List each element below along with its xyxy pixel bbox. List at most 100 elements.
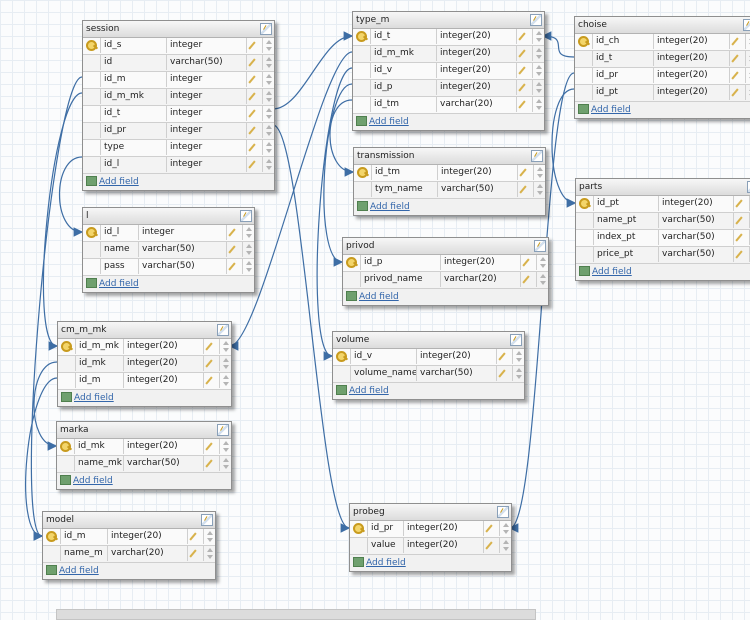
edit-field-icon[interactable] — [496, 349, 513, 364]
reorder-arrows-icon[interactable] — [512, 349, 525, 364]
edit-table-icon[interactable] — [217, 424, 229, 436]
edit-field-icon[interactable] — [483, 521, 500, 536]
edit-field-icon[interactable] — [246, 157, 263, 172]
add-field-button[interactable]: Add field — [333, 383, 524, 399]
edit-table-icon[interactable] — [747, 181, 750, 193]
edit-field-icon[interactable] — [733, 247, 750, 262]
table-header[interactable]: model — [43, 512, 215, 529]
add-field-button[interactable]: Add field — [83, 276, 254, 292]
reorder-arrows-icon[interactable] — [532, 80, 545, 95]
add-field-button[interactable]: Add field — [57, 473, 231, 489]
reorder-arrows-icon[interactable] — [532, 29, 545, 44]
add-field-link[interactable]: Add field — [74, 393, 114, 403]
add-field-link[interactable]: Add field — [592, 267, 632, 277]
edit-table-icon[interactable] — [497, 506, 509, 518]
reorder-arrows-icon[interactable] — [499, 521, 512, 536]
table-header[interactable]: parts — [576, 179, 750, 196]
reorder-arrows-icon[interactable] — [533, 182, 546, 197]
edit-field-icon[interactable] — [733, 230, 750, 245]
reorder-arrows-icon[interactable] — [512, 366, 525, 381]
add-field-button[interactable]: Add field — [353, 114, 544, 130]
reorder-arrows-icon[interactable] — [536, 272, 549, 287]
reorder-arrows-icon[interactable] — [242, 242, 255, 257]
table-header[interactable]: marka — [57, 422, 231, 439]
reorder-arrows-icon[interactable] — [262, 72, 275, 87]
horizontal-scrollbar[interactable] — [56, 609, 536, 620]
edit-field-icon[interactable] — [246, 123, 263, 138]
edit-table-icon[interactable] — [534, 240, 546, 252]
reorder-arrows-icon[interactable] — [242, 259, 255, 274]
edit-field-icon[interactable] — [729, 68, 746, 83]
edit-table-icon[interactable] — [530, 14, 542, 26]
edit-field-icon[interactable] — [517, 165, 534, 180]
reorder-arrows-icon[interactable] — [219, 456, 232, 471]
reorder-arrows-icon[interactable] — [745, 85, 750, 100]
edit-table-icon[interactable] — [217, 324, 229, 336]
edit-field-icon[interactable] — [520, 272, 537, 287]
reorder-arrows-icon[interactable] — [745, 51, 750, 66]
edit-field-icon[interactable] — [187, 546, 204, 561]
edit-field-icon[interactable] — [517, 182, 534, 197]
reorder-arrows-icon[interactable] — [219, 339, 232, 354]
add-field-button[interactable]: Add field — [575, 102, 750, 118]
reorder-arrows-icon[interactable] — [262, 106, 275, 121]
reorder-arrows-icon[interactable] — [262, 38, 275, 53]
edit-field-icon[interactable] — [246, 140, 263, 155]
add-field-link[interactable]: Add field — [370, 202, 410, 212]
edit-field-icon[interactable] — [226, 259, 243, 274]
table-header[interactable]: privod — [343, 238, 548, 255]
reorder-arrows-icon[interactable] — [533, 165, 546, 180]
edit-field-icon[interactable] — [733, 213, 750, 228]
edit-table-icon[interactable] — [743, 19, 750, 31]
edit-field-icon[interactable] — [729, 51, 746, 66]
edit-field-icon[interactable] — [516, 80, 533, 95]
add-field-link[interactable]: Add field — [73, 476, 113, 486]
edit-field-icon[interactable] — [733, 196, 750, 211]
reorder-arrows-icon[interactable] — [262, 89, 275, 104]
edit-field-icon[interactable] — [203, 339, 220, 354]
reorder-arrows-icon[interactable] — [536, 255, 549, 270]
table-header[interactable]: cm_m_mk — [58, 322, 231, 339]
edit-field-icon[interactable] — [246, 106, 263, 121]
edit-table-icon[interactable] — [510, 334, 522, 346]
table-header[interactable]: l — [83, 208, 254, 225]
reorder-arrows-icon[interactable] — [499, 538, 512, 553]
reorder-arrows-icon[interactable] — [203, 546, 216, 561]
add-field-button[interactable]: Add field — [43, 563, 215, 579]
reorder-arrows-icon[interactable] — [242, 225, 255, 240]
edit-field-icon[interactable] — [246, 72, 263, 87]
add-field-button[interactable]: Add field — [354, 199, 545, 215]
edit-field-icon[interactable] — [246, 38, 263, 53]
add-field-link[interactable]: Add field — [366, 558, 406, 568]
add-field-link[interactable]: Add field — [591, 105, 631, 115]
reorder-arrows-icon[interactable] — [203, 529, 216, 544]
